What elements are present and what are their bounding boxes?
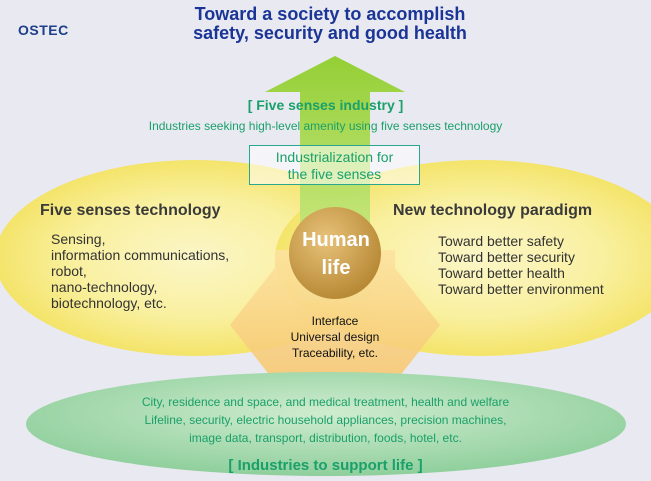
list-item: Toward better security	[438, 249, 575, 265]
industrialization-line2: the five senses	[287, 166, 382, 182]
list-item: robot,	[51, 263, 87, 279]
page-title-line1: Toward a society to accomplish	[194, 4, 466, 24]
list-item: Universal design	[290, 330, 380, 344]
industries-line: Lifeline, security, electric household a…	[144, 413, 507, 427]
page-title-line2: safety, security and good health	[193, 23, 467, 43]
five-senses-technology-list: Sensing, information communications, rob…	[51, 231, 229, 311]
human-life-label: Human life	[290, 226, 382, 282]
list-item: information communications,	[51, 247, 230, 263]
list-item: biotechnology, etc.	[51, 295, 167, 311]
logo: OSTEC	[18, 22, 69, 38]
life-label: life	[321, 257, 351, 279]
list-item: Toward better health	[438, 265, 565, 281]
five-senses-technology-heading: Five senses technology	[40, 202, 221, 219]
list-item: nano-technology,	[51, 279, 158, 295]
five-senses-industry-subtitle: Industries seeking high-level amenity us…	[148, 119, 503, 133]
five-senses-industry-heading: [ Five senses industry ]	[247, 97, 404, 113]
industries-line: image data, transport, distribution, foo…	[189, 431, 462, 445]
industries-list: City, residence and space, and medical t…	[60, 393, 591, 447]
list-item: Sensing,	[51, 231, 106, 247]
list-item: Toward better environment	[438, 281, 604, 297]
bottom-green-ellipse	[26, 372, 626, 476]
industrialization-box: Industrialization for the five senses	[249, 145, 420, 185]
new-technology-paradigm-heading: New technology paradigm	[393, 202, 593, 219]
industries-line: City, residence and space, and medical t…	[141, 395, 510, 409]
new-technology-paradigm-list: Toward better safety Toward better secur…	[438, 233, 604, 297]
industries-to-support-life-heading: [ Industries to support life ]	[228, 457, 423, 474]
industrialization-line1: Industrialization for	[275, 149, 394, 165]
human-life-circle	[289, 207, 381, 299]
interface-arrow	[230, 250, 440, 400]
list-item: Toward better safety	[438, 233, 565, 249]
interface-list: Interface Universal design Traceability,…	[250, 313, 420, 361]
list-item: Traceability, etc.	[291, 346, 379, 360]
list-item: Interface	[311, 314, 359, 328]
human-label: Human	[302, 229, 370, 251]
